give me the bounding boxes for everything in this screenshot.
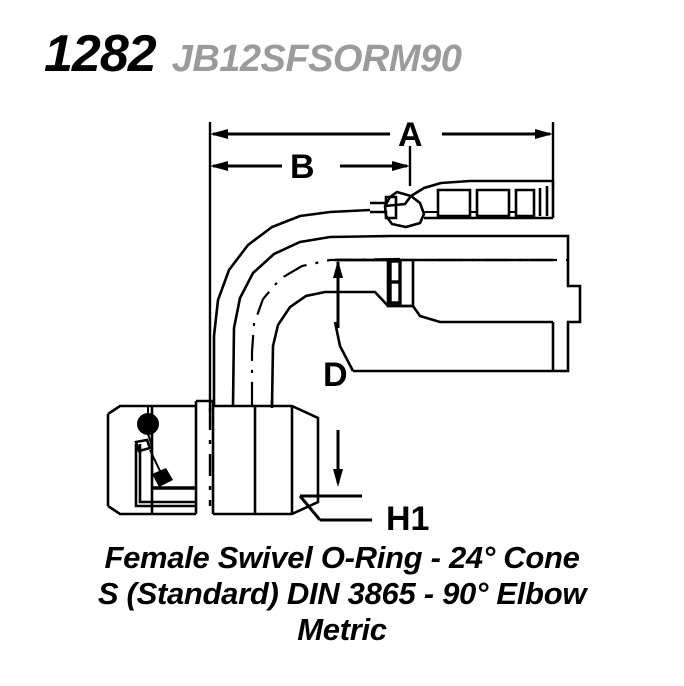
dimension-a-label: A — [398, 116, 423, 154]
dimension-a-arrow-left — [210, 129, 228, 139]
elbow-outer-curve — [212, 208, 371, 406]
dimension-b: B — [210, 148, 410, 186]
technical-drawing: A B — [0, 96, 684, 536]
extension-lines — [208, 122, 555, 506]
ferrule-assembly — [370, 179, 555, 229]
seal-icon — [152, 468, 173, 487]
dimension-b-label: B — [290, 148, 315, 186]
dimension-a: A — [210, 116, 553, 154]
ferrule-top-outline — [384, 179, 553, 208]
o-ring-icon — [137, 413, 159, 435]
part-number: 1282 — [44, 25, 157, 83]
body-lower-contour — [335, 290, 553, 324]
hex-nut-outline — [213, 404, 320, 516]
product-caption: Female Swivel O-Ring - 24° Cone S (Stand… — [0, 540, 684, 648]
ferrule-tooth-3 — [514, 188, 536, 218]
nut-top-chamfer-left — [107, 404, 195, 416]
dimension-a-arrow-right — [535, 129, 553, 139]
elbow-inner-curve — [231, 234, 391, 407]
nut-bottom-chamfer-left — [107, 504, 196, 516]
body-internal-rib — [388, 259, 402, 305]
dimension-d-label: D — [323, 356, 348, 394]
dimension-d-arrow-up — [333, 260, 343, 278]
caption-line-2: S (Standard) DIN 3865 - 90° Elbow — [97, 576, 587, 611]
body-right-end-step — [553, 234, 582, 373]
body-bottom-left-taper — [333, 321, 355, 372]
seal-leader-line — [149, 449, 161, 472]
ferrule-tooth-1 — [436, 188, 472, 218]
hex-swivel-nut — [106, 399, 320, 516]
dimension-d-arrow-down — [333, 469, 343, 487]
seal-wedge — [134, 438, 152, 453]
dimension-h1: H1 — [298, 494, 429, 536]
hex-nut-left-shoulder — [196, 399, 215, 514]
elbow-bore-centerline — [250, 257, 401, 406]
nipple-barb — [370, 195, 398, 220]
fitting-diagram-svg: A B — [106, 116, 582, 536]
caption-line-1: Female Swivel O-Ring - 24° Cone — [104, 540, 580, 575]
ferrule-tooth-2 — [475, 188, 511, 218]
dimension-d: D — [323, 260, 348, 487]
elbow-throat-curve — [270, 290, 335, 407]
page-header: 1282 JB12SFSORM90 — [0, 28, 684, 90]
caption-line-3: Metric — [297, 612, 387, 647]
elbow-body — [212, 208, 582, 407]
nut-inner-step — [134, 444, 196, 508]
o-ring-stem-lower — [147, 433, 153, 447]
h1-leader-diagonal — [298, 495, 322, 521]
dimension-b-arrow-left — [210, 161, 228, 171]
dimension-h1-label: H1 — [386, 500, 429, 536]
nut-inner-step-2 — [138, 444, 196, 504]
part-code: JB12SFSORM90 — [171, 38, 462, 80]
dimension-b-arrow-right — [392, 161, 410, 171]
